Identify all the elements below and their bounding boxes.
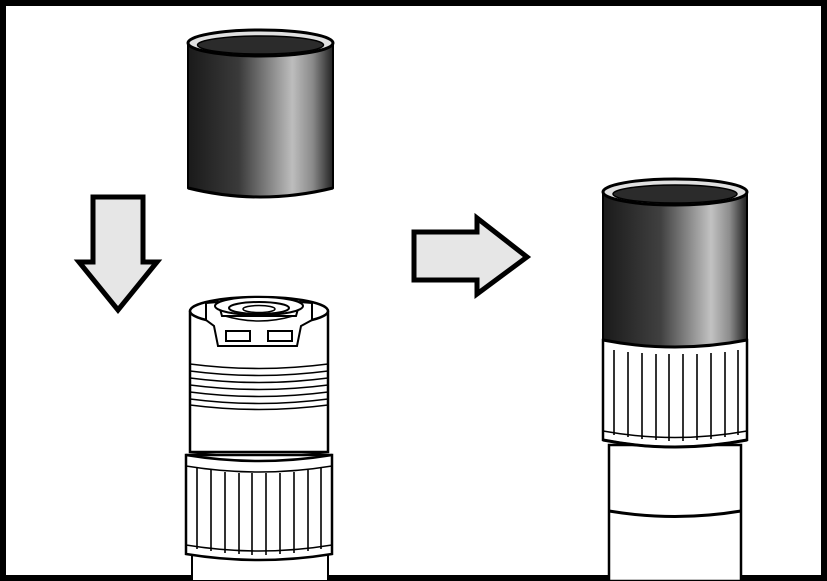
top-fitting (205, 296, 313, 347)
grip-ring (184, 453, 334, 562)
assembled-device (601, 177, 749, 581)
insert-arrow (73, 194, 163, 314)
cap-seated (601, 177, 749, 349)
device-body (184, 295, 334, 581)
threads (189, 363, 329, 411)
cap-separate (186, 28, 335, 199)
grip-ring-assembled (601, 338, 749, 449)
result-arrow (411, 212, 532, 299)
